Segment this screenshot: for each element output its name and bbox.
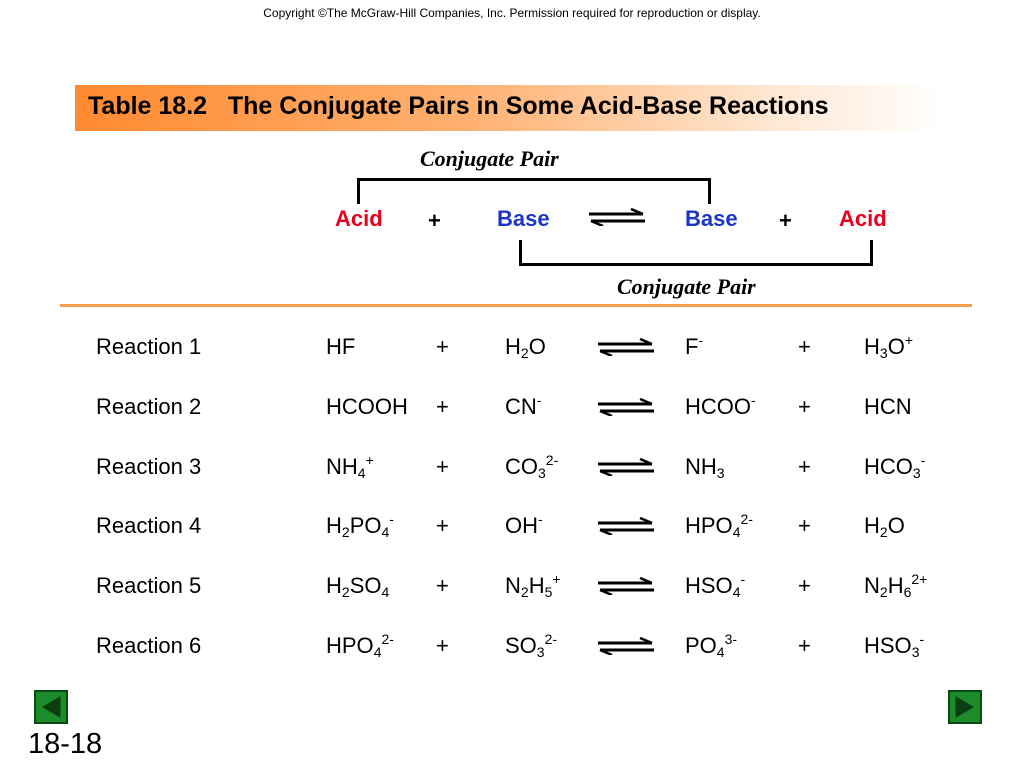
divider [60,304,972,307]
reaction-label: Reaction 6 [96,633,202,658]
acid-product: HSO3- [864,631,925,660]
equilibrium-arrow-icon [598,398,654,416]
table-row: Reaction 6 HPO42- + SO32- PO43- + HSO3- [0,631,1024,673]
acid-reactant: HF [326,334,356,359]
reaction-label: Reaction 3 [96,454,202,479]
prev-slide-button[interactable] [34,690,68,724]
header-acid-right: Acid [839,206,887,231]
plus-sign: + [798,394,811,419]
base-reactant: H2O [505,334,546,361]
conjugate-pair-top-label: Conjugate Pair [420,146,559,171]
base-reactant: SO32- [505,631,558,660]
equilibrium-arrow-icon [598,517,654,535]
plus-sign: + [798,633,811,658]
plus-sign: + [798,513,811,538]
equilibrium-arrow-icon [598,458,654,476]
base-reactant: N2H5+ [505,571,561,600]
table-row: Reaction 4 H2PO4- + OH- HPO42- + H2O [0,511,1024,553]
next-slide-button[interactable] [948,690,982,724]
table-row: Reaction 3 NH4+ + CO32- NH3 + HCO3- [0,452,1024,494]
plus-sign: + [798,334,811,359]
acid-product: N2H62+ [864,571,928,600]
acid-reactant: HCOOH [326,394,408,419]
plus-sign: + [436,633,449,658]
base-reactant: CN- [505,392,542,419]
base-product: NH3 [685,454,725,481]
header-plus-left: + [428,208,441,233]
prev-triangle-icon [42,696,61,718]
plus-sign: + [436,394,449,419]
header-acid-left: Acid [335,206,383,231]
slide-number: 18-18 [28,728,103,760]
table-row: Reaction 5 H2SO4 + N2H5+ HSO4- + N2H62+ [0,571,1024,613]
acid-reactant: H2PO4- [326,511,394,540]
acid-reactant: HPO42- [326,631,394,660]
copyright-notice: Copyright ©The McGraw-Hill Companies, In… [263,6,761,20]
reaction-label: Reaction 5 [96,573,202,598]
table-row: Reaction 2 HCOOH + CN- HCOO- + HCN [0,392,1024,434]
table-row: Reaction 1 HF + H2O F- + H3O+ [0,332,1024,374]
acid-reactant: H2SO4 [326,573,390,600]
acid-reactant: NH4+ [326,452,374,481]
base-product: PO43- [685,631,738,660]
acid-product: HCN [864,394,912,419]
plus-sign: + [798,573,811,598]
conjugate-pair-bottom-bracket [519,240,873,266]
plus-sign: + [436,334,449,359]
acid-product: H2O [864,513,905,540]
header-base-left: Base [497,206,550,231]
base-reactant: CO32- [505,452,559,481]
base-product: HCOO- [685,392,756,419]
base-product: F- [685,332,704,359]
reaction-label: Reaction 4 [96,513,202,538]
base-product: HPO42- [685,511,753,540]
equilibrium-arrow-icon [598,637,654,655]
reaction-label: Reaction 2 [96,394,202,419]
header-plus-right: + [779,208,792,233]
base-reactant: OH- [505,511,543,538]
plus-sign: + [436,573,449,598]
acid-product: HCO3- [864,452,926,481]
next-triangle-icon [955,696,974,718]
page-title: Table 18.2 The Conjugate Pairs in Some A… [88,92,829,120]
conjugate-pair-bottom-label: Conjugate Pair [617,274,756,299]
base-product: HSO4- [685,571,746,600]
plus-sign: + [436,513,449,538]
plus-sign: + [436,454,449,479]
equilibrium-arrow-icon [598,577,654,595]
equilibrium-arrow-icon [598,338,654,356]
conjugate-pair-top-bracket [357,178,711,204]
title-banner [75,85,945,131]
header-base-right: Base [685,206,738,231]
reaction-label: Reaction 1 [96,334,202,359]
equilibrium-arrow-icon [589,208,645,226]
plus-sign: + [798,454,811,479]
acid-product: H3O+ [864,332,913,361]
